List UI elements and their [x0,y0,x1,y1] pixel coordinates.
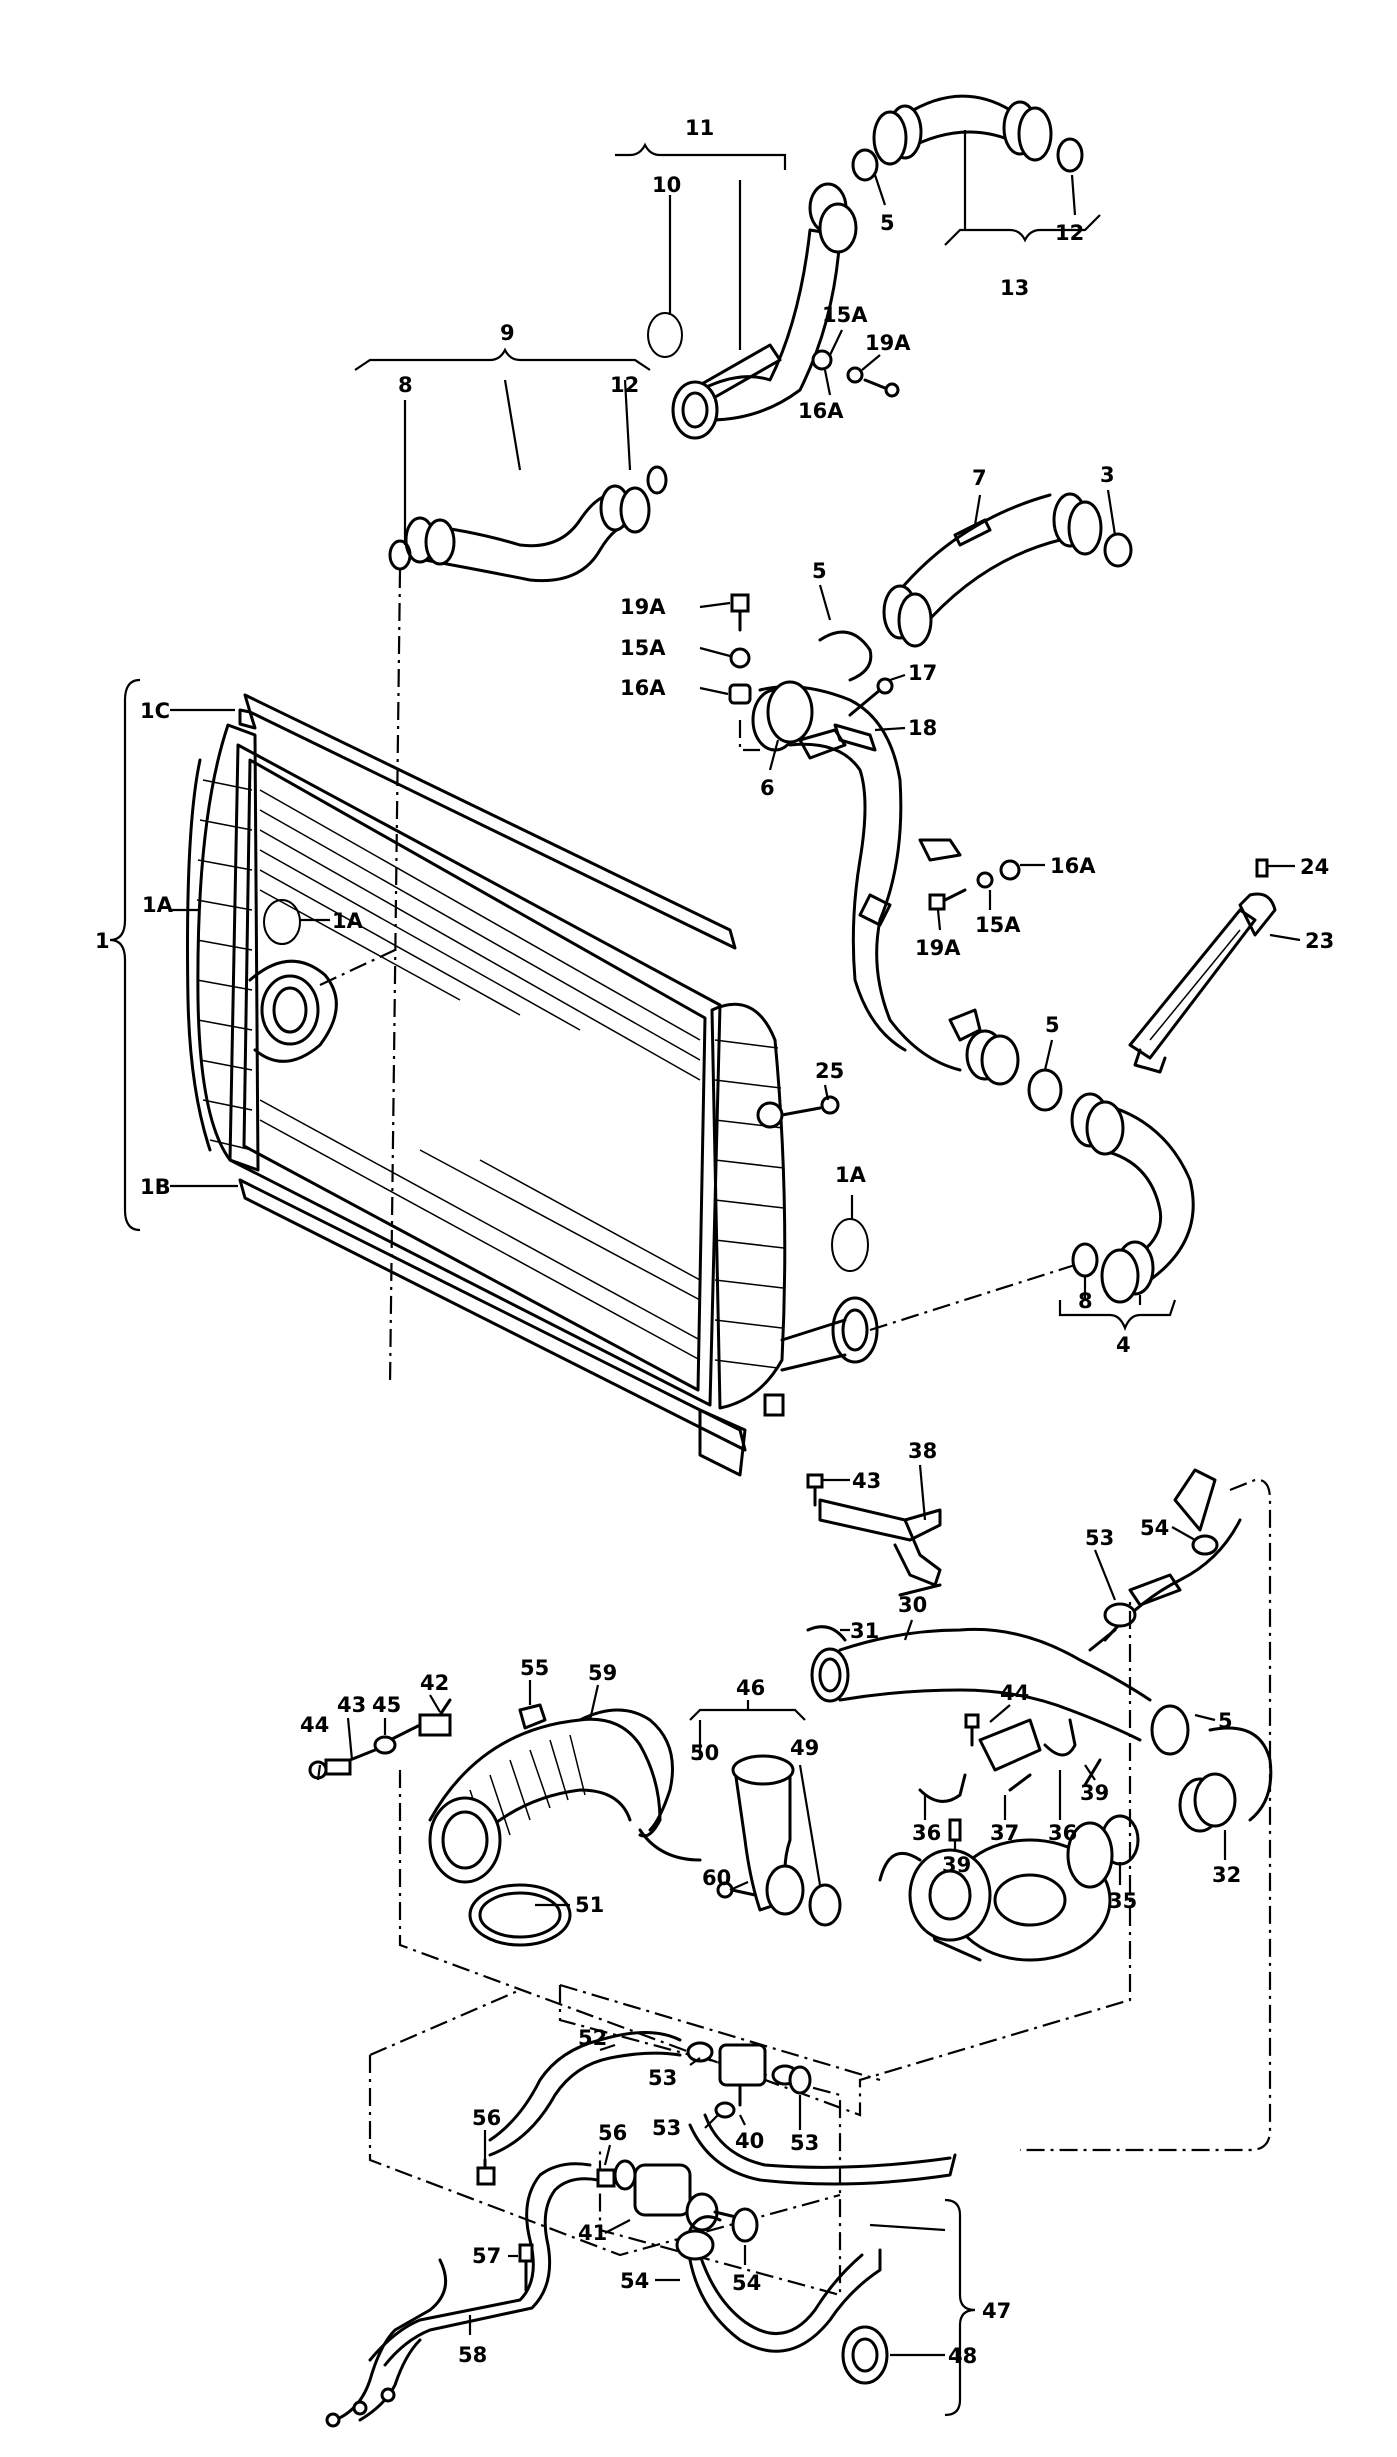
callout-15a-right: 15A [975,913,1021,937]
callout-54-right: 54 [732,2271,761,2295]
callout-8-left: 8 [398,373,413,397]
callout-57: 57 [472,2244,501,2268]
callout-15a-top: 15A [822,303,868,327]
turbocharger [878,1821,1114,1962]
bracket-23 [1128,858,1277,1074]
callout-5-bottom: 5 [1218,1709,1233,1733]
callout-45: 45 [372,1693,401,1717]
callout-47: 47 [982,2299,1011,2323]
callout-19a-left: 19A [620,595,666,619]
callout-6: 6 [760,776,775,800]
callout-56-mid: 56 [598,2121,627,2145]
callout-1c: 1C [140,699,170,723]
callout-41: 41 [578,2221,607,2245]
callout-5-lower: 5 [1045,1013,1060,1037]
callout-19a-right: 19A [915,936,961,960]
callout-50: 50 [690,1741,719,1765]
callout-54-top: 54 [1140,1516,1169,1540]
callout-1a-left: 1A [142,893,174,917]
leader-lines [109,130,1301,2417]
callout-25: 25 [815,1059,844,1083]
callout-60: 60 [702,1866,731,1890]
upper-charge-hoses [388,94,1084,583]
callout-43-left: 43 [337,1693,366,1717]
callout-1b: 1B [140,1175,171,1199]
valve-41 [613,2159,759,2243]
callout-53-left: 53 [648,2066,677,2090]
callout-1a-mid: 1A [332,909,364,933]
callout-16a-right: 16A [1050,854,1096,878]
callout-5-mid: 5 [812,559,827,583]
callout-9: 9 [500,321,515,345]
callout-52: 52 [578,2026,607,2050]
callout-54-left: 54 [620,2269,649,2293]
callout-40: 40 [735,2129,764,2153]
callout-44-left: 44 [300,1713,329,1737]
callout-51: 51 [575,1893,604,1917]
callout-53-right: 53 [790,2131,819,2155]
callout-49: 49 [790,1736,819,1760]
callout-8-lower: 8 [1078,1289,1093,1313]
valve-40 [686,2041,812,2119]
callout-53-top: 53 [1085,1526,1114,1550]
callout-12-left: 12 [610,373,639,397]
callout-36-left: 36 [912,1821,941,1845]
callout-24: 24 [1300,855,1329,879]
callout-44-mid: 44 [1000,1681,1029,1705]
callout-labels: 1 1C 1A 1A 1B 1A 11 10 5 12 13 15A 19A 1… [95,116,1334,2368]
callout-39-right: 39 [1080,1781,1109,1805]
callout-58: 58 [458,2343,487,2367]
callout-19a-top: 19A [865,331,911,355]
callout-36-right: 36 [1048,1821,1077,1845]
callout-4: 4 [1116,1333,1131,1357]
callout-16a-left: 16A [620,676,666,700]
callout-3: 3 [1100,463,1115,487]
callout-5-top: 5 [880,211,895,235]
callout-42: 42 [420,1671,449,1695]
turbo-and-lower-parts [308,1468,1273,2428]
callout-11: 11 [685,116,714,140]
callout-39-bottom: 39 [942,1853,971,1877]
callout-1: 1 [95,929,110,953]
callout-38: 38 [908,1439,937,1463]
callout-17: 17 [908,661,937,685]
callout-1a-lower: 1A [835,1163,867,1187]
callout-23: 23 [1305,929,1334,953]
callout-31: 31 [850,1619,879,1643]
callout-59: 59 [588,1661,617,1685]
callout-55: 55 [520,1656,549,1680]
callout-43-top: 43 [852,1469,881,1493]
charge-air-cooler [186,693,879,1477]
callout-37: 37 [990,1821,1019,1845]
callout-15a-left: 15A [620,636,666,660]
callout-13: 13 [1000,276,1029,300]
upper-placement-lines [319,569,1076,1386]
callout-18: 18 [908,716,937,740]
callout-10: 10 [652,173,681,197]
callout-35: 35 [1108,1889,1137,1913]
callout-16a-top: 16A [798,399,844,423]
right-charge-hoses [728,492,1195,1304]
callout-46: 46 [736,1676,765,1700]
callout-53-mid: 53 [652,2116,681,2140]
callout-48: 48 [948,2344,977,2368]
callout-56-left: 56 [472,2106,501,2130]
callout-30: 30 [898,1593,927,1617]
callout-12-right: 12 [1055,221,1084,245]
callout-32: 32 [1212,1863,1241,1887]
callout-7: 7 [972,466,987,490]
